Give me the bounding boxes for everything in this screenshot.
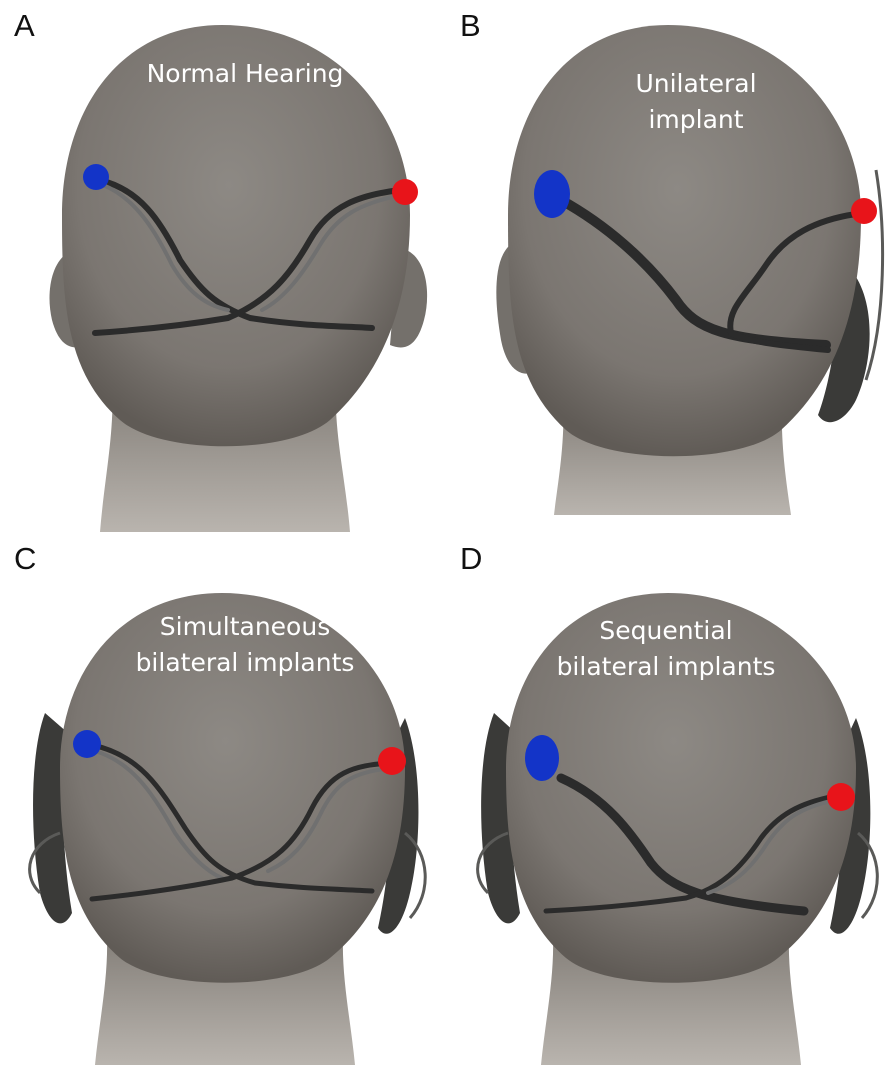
right-ear-dot bbox=[392, 179, 418, 205]
panel-caption: Simultaneous bilateral implants bbox=[95, 609, 395, 681]
panel-letter: D bbox=[460, 541, 482, 577]
panel-letter: A bbox=[14, 8, 35, 44]
caption-line: Normal Hearing bbox=[95, 56, 395, 92]
left-ear-dot bbox=[83, 164, 109, 190]
panel-simultaneous-bilateral: C Simultaneous bilateral implants bbox=[0, 533, 445, 1065]
caption-line: implant bbox=[546, 102, 846, 138]
caption-line: bilateral implants bbox=[516, 649, 816, 685]
panel-caption: Sequential bilateral implants bbox=[516, 613, 816, 685]
caption-line: Sequential bbox=[516, 613, 816, 649]
panel-sequential-bilateral: D Sequential bilateral implants bbox=[446, 533, 891, 1065]
panel-letter: B bbox=[460, 8, 481, 44]
caption-line: bilateral implants bbox=[95, 645, 395, 681]
right-ear-dot bbox=[827, 783, 855, 811]
panel-caption: Normal Hearing bbox=[95, 56, 395, 92]
caption-line: Unilateral bbox=[546, 66, 846, 102]
left-ear-dot bbox=[73, 730, 101, 758]
right-ear-dot bbox=[851, 198, 877, 224]
left-ear-dot bbox=[534, 170, 570, 218]
panel-caption: Unilateral implant bbox=[546, 66, 846, 138]
right-ear-dot bbox=[378, 747, 406, 775]
panel-unilateral-implant: B Unilateral implant bbox=[446, 0, 891, 532]
left-ear-dot bbox=[525, 735, 559, 781]
panel-letter: C bbox=[14, 541, 36, 577]
panel-normal-hearing: A Normal Hearing bbox=[0, 0, 445, 532]
caption-line: Simultaneous bbox=[95, 609, 395, 645]
